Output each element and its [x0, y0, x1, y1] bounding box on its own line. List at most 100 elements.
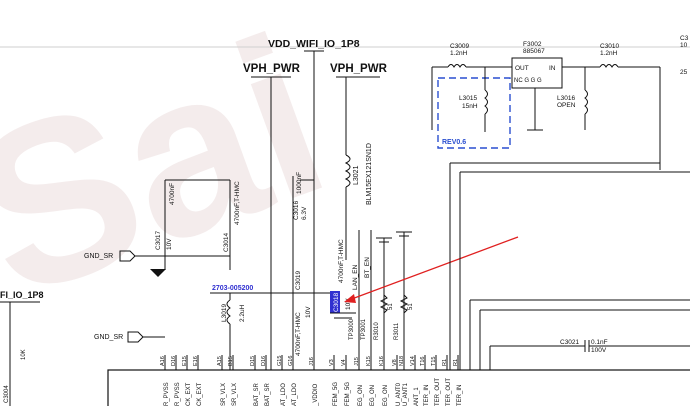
- net-vph-right: VPH_PWR: [330, 63, 388, 75]
- f3002-in: IN: [549, 65, 556, 72]
- ic-pin-number: D16: [171, 356, 177, 366]
- c3018-ref: C3018: [333, 292, 340, 312]
- ic-pin-number: J15: [354, 357, 360, 366]
- ic-pin-net: BAT_SR: [265, 382, 271, 406]
- tp3001-label: TP3001: [361, 318, 367, 340]
- c3016-ref: C3016: [293, 200, 300, 220]
- ic-pin-net: R_PVSS: [164, 382, 170, 406]
- c3014-ref: C3014: [223, 232, 230, 252]
- ic-pin-number: A15: [217, 356, 223, 366]
- ic-pin-number: A16: [160, 356, 166, 366]
- c3018-val: 4700nF,T-HMC: [338, 239, 345, 283]
- r3010-val: 51: [388, 303, 394, 310]
- c3019-v: 10V: [305, 306, 312, 318]
- c3009-val: 1.2nH: [450, 50, 468, 57]
- cr-val2: 25: [680, 69, 688, 76]
- ic-pin-net: BAT_SR: [254, 382, 260, 406]
- ic-pin-net: EG_ON: [370, 385, 376, 406]
- ic-pin-number: G16: [288, 356, 294, 366]
- c3010-val: 1.2nH: [600, 50, 618, 57]
- r3011-ref: R3011: [394, 322, 400, 340]
- c3016-val: 1000nF: [296, 172, 303, 194]
- net-gnd-sr-top: GND_SR: [84, 253, 113, 260]
- cr-val1: 10: [680, 42, 688, 49]
- l3021-ref: L3021: [353, 165, 360, 185]
- ic-pin-net: _VDDIO: [313, 383, 319, 406]
- ic-pin-number: K16: [379, 356, 385, 366]
- f3002-out: OUT: [515, 65, 529, 72]
- r3010-ref: R3010: [374, 322, 380, 340]
- c3017-val: 4700nF: [169, 183, 176, 205]
- ic-pin-net: SR_VLX: [221, 383, 227, 406]
- c3004-ref: C3004: [4, 385, 10, 403]
- ic-pin-net: AT_LDO: [292, 383, 298, 406]
- ic-pin-net: FEM_5G: [333, 382, 339, 406]
- ic-pin-number: G15: [277, 356, 283, 366]
- ic-pin-number: T15: [431, 357, 437, 366]
- c3021-ref: C3021: [560, 339, 580, 346]
- ic-pin-net: FEM_5G: [345, 382, 351, 406]
- c3018-v: 10V: [345, 298, 352, 310]
- l3019-ref: L3019: [221, 304, 228, 322]
- l3016-ref: L3016: [557, 95, 575, 102]
- f3002-nc: NC G G G: [514, 78, 542, 84]
- f3002-ref: F3002: [523, 41, 542, 48]
- l3015-ref: L3015: [459, 95, 477, 102]
- ic-pin-number: B15: [228, 356, 234, 366]
- l3019-val: 2.2uH: [239, 304, 246, 322]
- ic-pin-number: J16: [309, 357, 315, 366]
- c3021-v: 100V: [591, 347, 607, 354]
- ic-pin-number: V3: [329, 359, 335, 366]
- ic-pin-net: AT_LDO: [281, 383, 287, 406]
- c3016-v: 6.3V: [301, 206, 308, 220]
- ic-pin-net: EG_ON: [383, 385, 389, 406]
- ic-pin-net: EG_ON: [358, 385, 364, 406]
- l3015-val: 15nH: [462, 103, 478, 110]
- ic-pin-number: V14: [410, 356, 416, 366]
- c3014-val: 4700nF,T-HMC: [234, 181, 241, 225]
- ic-pin-net: SR_VLX: [232, 383, 238, 406]
- l3021-val: BLM15EX121SN1D: [366, 143, 373, 205]
- c3019-val: 4700nF,T-HMC: [295, 312, 302, 356]
- ic-pin-number: D16: [261, 356, 267, 366]
- c3017-v: 10V: [166, 238, 173, 250]
- part-number: 2703-005200: [212, 285, 253, 292]
- ic-pin-number: R1: [453, 359, 459, 366]
- ic-pin-net: ANT_1: [414, 387, 420, 406]
- ic-pin-number: N18: [399, 356, 405, 366]
- net-vph-left: VPH_PWR: [243, 63, 301, 75]
- r3011-val: 51: [408, 303, 414, 310]
- ic-pin-net: CK_EXT: [186, 382, 192, 406]
- ic-pin-net: TER_IN: [457, 385, 463, 406]
- bt-en-label: BT_EN: [364, 257, 371, 278]
- ic-pin-number: E15: [182, 356, 188, 366]
- net-vdd-wifi: VDD_WIFI_IO_1P8: [268, 38, 360, 50]
- l3016-val: OPEN: [557, 102, 576, 109]
- c3021-val: 0.1nF: [591, 339, 608, 346]
- tp3000-label: TP3000: [349, 318, 355, 340]
- ic-pin-net: TER_OUT: [446, 378, 452, 406]
- net-gnd-sr-bottom: GND_SR: [94, 334, 123, 341]
- rev-label: REV0.6: [442, 139, 466, 146]
- ic-pin-number: E16: [193, 356, 199, 366]
- ic-pin-net: TER_IN: [424, 385, 430, 406]
- c3019-ref: C3019: [295, 270, 302, 290]
- ic-pin-number: D15: [250, 356, 256, 366]
- ic-pin-net: CK_EXT: [197, 382, 203, 406]
- c3009-ref: C3009: [450, 43, 470, 50]
- c3017-ref: C3017: [155, 230, 162, 250]
- ic-pin-number: V8: [392, 359, 398, 366]
- ic-pin-net: U_ANT0: [396, 382, 402, 406]
- f3002-part: 885067: [523, 48, 545, 55]
- c3004-val: 10K: [21, 349, 27, 360]
- ic-pin-number: V4: [341, 359, 347, 366]
- ic-pin-number: R1: [442, 359, 448, 366]
- ic-pin-net: TER_OUT: [435, 378, 441, 406]
- ic-pin-net: R_PVSS: [175, 382, 181, 406]
- ic-pin-number: K15: [366, 356, 372, 366]
- net-io-1p8-left: FI_IO_1P8: [0, 290, 44, 300]
- ic-pin-net: U_ANT1: [403, 382, 409, 406]
